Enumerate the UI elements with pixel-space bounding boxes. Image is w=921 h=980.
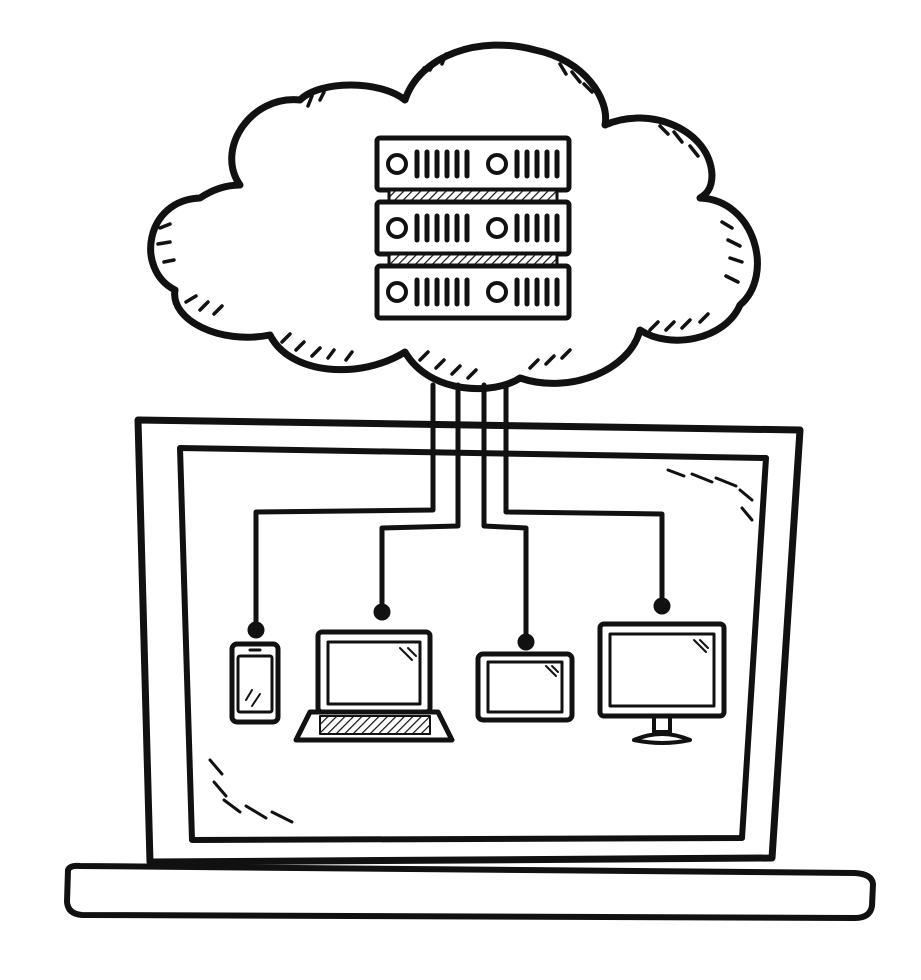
server-unit [374,199,572,257]
smartphone-icon [229,641,281,725]
laptop-device-icon [293,629,455,743]
server-unit [374,263,572,321]
network-connections [247,382,671,651]
desktop-monitor-icon [597,621,727,745]
tablet-icon [475,651,575,723]
screen-glare [208,468,754,824]
cloud-shading [156,52,744,380]
cloud-icon [147,41,761,393]
keyboard [319,715,431,735]
server-rack-icon [374,135,572,321]
laptop-base [64,862,876,921]
laptop-icon [134,416,804,866]
server-unit [374,135,572,193]
